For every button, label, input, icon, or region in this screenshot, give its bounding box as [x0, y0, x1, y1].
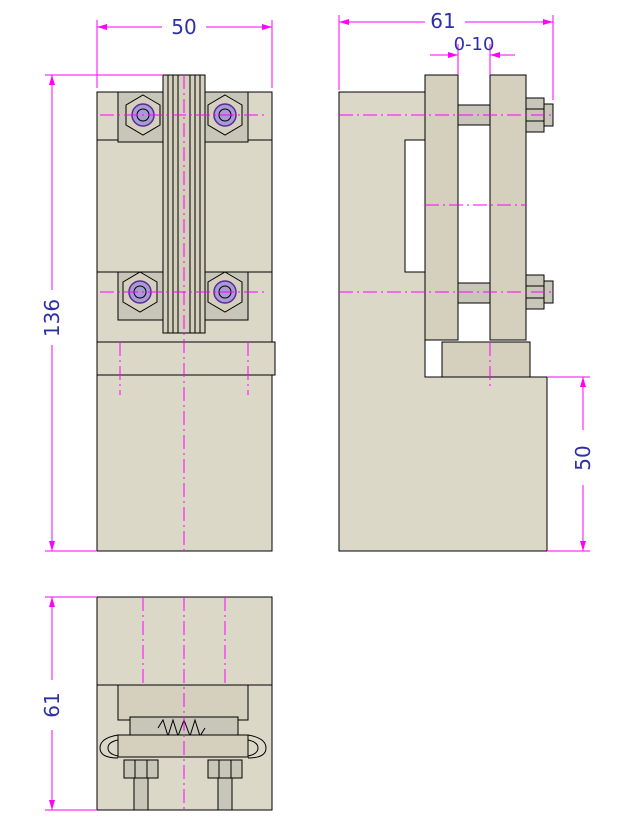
dim-label-side-gap: 0-10 — [454, 34, 495, 55]
front-view — [96, 74, 276, 552]
bottom-upper-plate — [117, 684, 249, 721]
front-bolt-bottom-right — [207, 271, 243, 313]
dim-side-base-height: 50 — [547, 376, 595, 552]
side-plate-left — [424, 74, 459, 341]
dim-label-bottom-depth: 61 — [40, 692, 64, 717]
side-view — [338, 74, 554, 552]
dim-front-height: 136 — [40, 74, 163, 552]
dim-label-side-width: 61 — [430, 9, 455, 33]
side-plate-right — [489, 74, 527, 341]
bottom-view — [96, 596, 273, 811]
bottom-plate — [117, 734, 249, 758]
dim-front-width: 50 — [96, 15, 273, 88]
side-bolt-end-bottom — [543, 280, 554, 304]
bottom-nut-left — [123, 759, 159, 779]
side-cap-block — [441, 341, 531, 378]
bottom-handle-left — [99, 734, 119, 759]
dim-side-width: 61 — [338, 9, 554, 100]
dim-bottom-depth: 61 — [40, 596, 97, 811]
dim-side-gap: 0-10 — [430, 34, 515, 75]
bottom-bolt-left — [133, 777, 149, 811]
front-cap-block — [96, 341, 276, 376]
front-bolt-bottom-left — [122, 271, 158, 313]
side-bolt-end-top — [543, 103, 554, 127]
dim-label-side-base-height: 50 — [571, 445, 595, 470]
bottom-handle-right — [247, 734, 267, 759]
side-rod-bottom — [457, 282, 491, 304]
bottom-nut-right — [207, 759, 243, 779]
dim-label-front-width: 50 — [171, 15, 196, 39]
dim-label-front-height: 136 — [40, 299, 64, 337]
bottom-bolt-right — [217, 777, 233, 811]
